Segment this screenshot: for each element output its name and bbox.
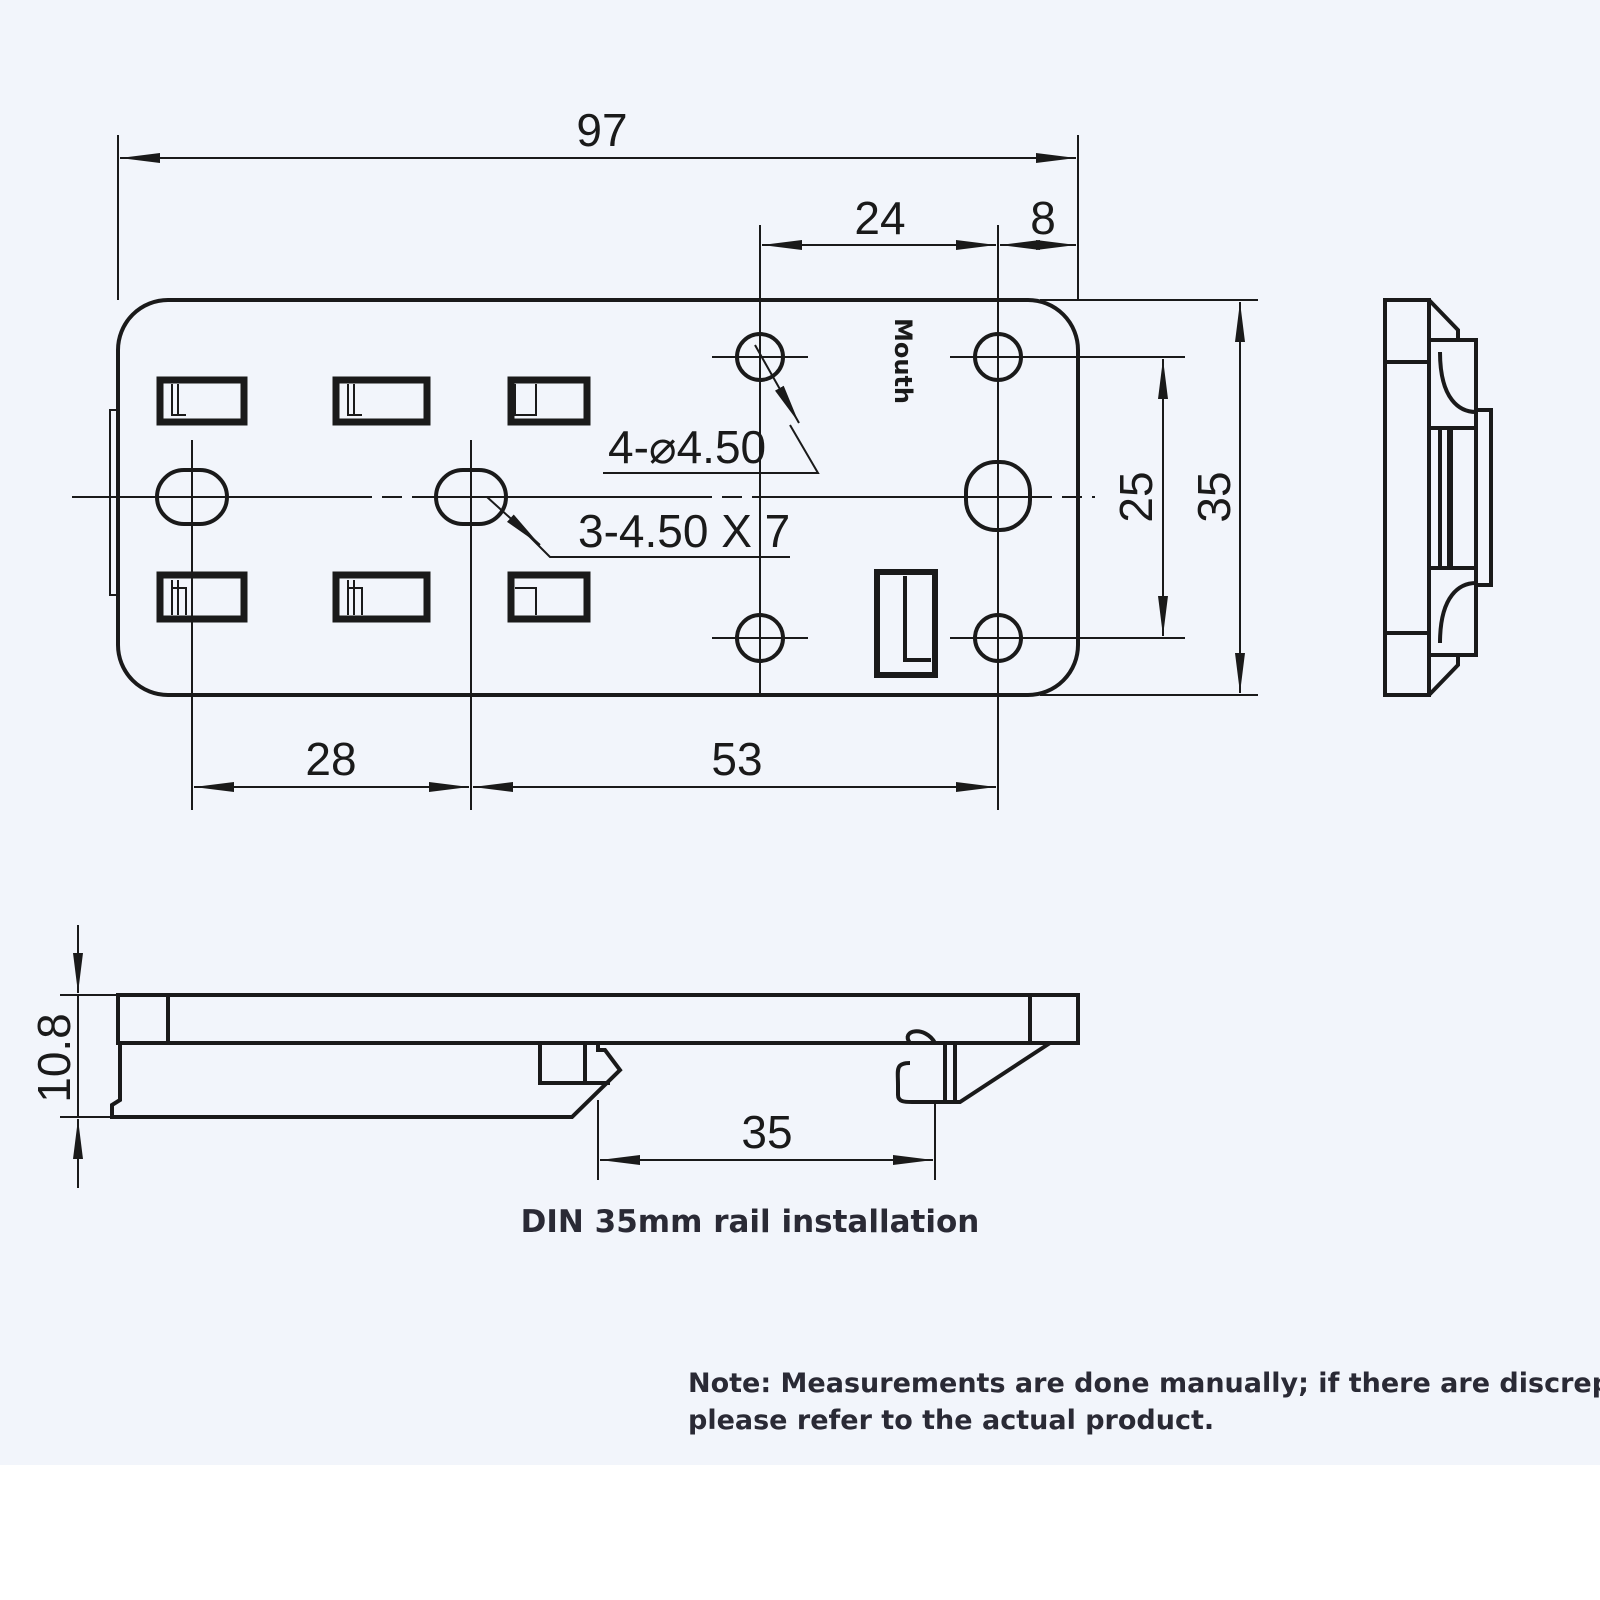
side-view: 10.8 35 DIN 35mm rail installation: [28, 925, 1080, 1240]
oblong-slot: [964, 460, 1032, 532]
rail-caption: DIN 35mm rail installation: [521, 1204, 980, 1240]
side-tab: [109, 409, 119, 596]
note-line-1: Note: Measurements are done manually; if…: [688, 1368, 1600, 1399]
mount-hole: [973, 332, 1023, 382]
dim-slot-spacing-right: 53: [711, 733, 762, 785]
dim-rail: 35: [741, 1106, 792, 1158]
dim-overall-width: 35: [1188, 471, 1240, 522]
note: Note: Measurements are done manually; if…: [688, 1368, 1600, 1436]
drawing-background: [0, 0, 1600, 1465]
mount-hole: [973, 613, 1023, 663]
slot-callout: 3-4.50 X 7: [578, 505, 790, 557]
dim-slot-spacing-left: 28: [305, 733, 356, 785]
dim-hole-spacing-x: 24: [854, 192, 905, 244]
note-line-2: please refer to the actual product.: [688, 1405, 1214, 1436]
mouth-label: Mouth: [889, 318, 917, 404]
dim-height: 10.8: [28, 1013, 80, 1103]
dim-edge-offset: 8: [1030, 192, 1056, 244]
top-view: 97 24 8 25 35 28 53 4-⌀4.50 3-4.50 X 7 M…: [72, 104, 1258, 810]
oblong-slot: [434, 468, 508, 526]
dim-hole-spacing-y: 25: [1110, 471, 1162, 522]
dim-overall-length: 97: [576, 104, 627, 156]
clip-slots: [156, 376, 938, 678]
hole-callout: 4-⌀4.50: [608, 421, 766, 473]
end-view: [1383, 298, 1493, 697]
mount-hole: [735, 613, 785, 663]
mount-hole: [735, 332, 785, 382]
oblong-slot: [155, 468, 229, 526]
